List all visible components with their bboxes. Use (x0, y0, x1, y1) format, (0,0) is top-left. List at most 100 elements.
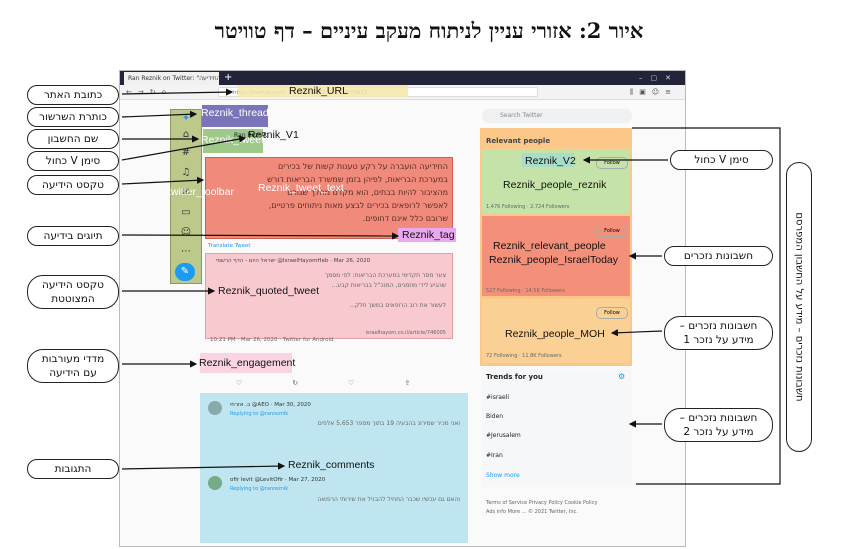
callout-mentioned-2-line1: חשבונות נזכרים – (679, 412, 758, 424)
stats-israeltoday: 527 Following · 14.5K Followers (486, 288, 565, 294)
search-input[interactable]: Search Twitter (500, 112, 543, 119)
callout-quoted: טקסט הידיעה המצוטטת (27, 275, 119, 309)
hashtag-icon[interactable]: # (181, 147, 191, 158)
comment-1-reply: Replying to @ranreznik (230, 411, 289, 417)
region-label-tweet-text: Reznik_tweet_text (258, 182, 344, 194)
avatar[interactable] (208, 476, 222, 490)
nav-icons[interactable]: ←→↻⌂ (126, 88, 173, 96)
stats-reznik: 1,476 Following · 2,724 Followers (486, 204, 570, 210)
tweet-timestamp: 10:21 PM · Mar 26, 2020 · Twitter for An… (210, 337, 334, 343)
region-label-thread: Reznik_thread (201, 107, 269, 119)
comment-2-text: והאם גם עכשיו שכבר התחיל להבניל את שירות… (317, 496, 460, 503)
comment-1-author[interactable]: ב. אזרחי @AEO · Mar 30, 2020 (230, 402, 311, 408)
callout-comments: התגובות (27, 459, 119, 479)
callout-url: כתובת האתר (27, 85, 119, 105)
compose-tweet-icon[interactable]: ✎ (175, 263, 195, 281)
callout-engagement: מדדי מעורבות עם הידיעה (27, 349, 119, 383)
tag-region (398, 228, 456, 242)
callout-engagement-line1: מדדי מעורבות (41, 353, 105, 365)
thread-region (202, 105, 268, 127)
callout-mentioned-1: חשבונות נזכרים – מידע על נזכר 1 (664, 316, 773, 350)
mail-icon[interactable]: ✉ (181, 187, 191, 198)
callout-mentioned-1-line2: מידע על נזכר 1 (683, 334, 754, 346)
profile-icon[interactable]: ☺ (180, 227, 192, 238)
more-icon[interactable]: ⋯ (181, 246, 191, 257)
trend-item[interactable]: #Jerusalem (486, 432, 521, 439)
engagement-region (200, 353, 292, 373)
account-name[interactable]: Ran Reznik (234, 132, 268, 139)
relevant-people-title: Relevant people (486, 137, 551, 145)
figure-title: איור 2: אזורי עניין לניתוח מעקב עיניים –… (214, 18, 644, 43)
window-controls[interactable]: –▢✕ (639, 74, 679, 82)
bell-icon[interactable]: ♫ (181, 167, 191, 178)
footer-links[interactable]: Ads info More ... © 2021 Twitter, Inc. (486, 509, 578, 515)
twitter-bird-icon[interactable]: ✦ (181, 113, 191, 124)
bookmark-icon[interactable]: ▭ (181, 207, 191, 218)
trends-title: Trends for you (486, 373, 543, 381)
tweet-body-1: החידיעה הועברה על רקע טענות קשות של בכיר… (277, 162, 448, 171)
callout-engagement-line2: עם הידיעה (49, 367, 97, 379)
region-label-toolbar: twitter_toolbar (168, 186, 234, 198)
callout-tags: תיוגים בידיעה (27, 226, 119, 246)
quoted-body-1: צער מסר תקדימי במערכת הבריאות: לפי מסמך (324, 272, 446, 279)
callout-mentioned: חשבונות נזכרים (664, 246, 773, 266)
callout-v-left: סימן V כחול (27, 151, 119, 171)
avatar[interactable] (208, 401, 222, 415)
region-label-v1: Reznik_V1 (248, 129, 299, 141)
translate-link[interactable]: Translate Tweet (208, 243, 251, 249)
region-label-quoted: Reznik_quoted_tweet (218, 285, 319, 297)
callout-mentioned-1-line1: חשבונות נזכרים – (679, 320, 758, 332)
region-label-comments: Reznik_comments (288, 459, 375, 471)
callout-quoted-line1: טקסט הידיעה (42, 279, 104, 291)
footer-links[interactable]: Terms of Service Privacy Policy Cookie P… (486, 500, 598, 506)
show-more-link[interactable]: Show more (486, 472, 520, 479)
comment-2-author[interactable]: ofir levit @LevitOfir · Mar 27, 2020 (230, 477, 326, 483)
trend-item[interactable]: #Iran (486, 452, 503, 459)
v2-region (522, 153, 574, 167)
tweet-text-region (205, 157, 453, 239)
tweet-body-5: שרובם כלל אינם דחופים. (362, 214, 448, 223)
engagement-icons[interactable]: ♡↻♡⇪ (236, 379, 461, 387)
region-label-engagement: Reznik_engagement (199, 357, 296, 369)
comments-region (200, 393, 468, 543)
trend-item[interactable]: Biden (486, 413, 504, 420)
callout-quoted-line2: המצוטטת (51, 293, 95, 305)
url-region (238, 85, 408, 97)
quoted-author[interactable]: ישראל היום - הדף הרשמי @IsraelHayomHeb ·… (216, 258, 371, 264)
region-label-people-israeltoday: Reznik_people_IsraelToday (489, 254, 618, 266)
new-tab-button[interactable]: + (224, 72, 233, 83)
account-region (203, 129, 263, 153)
tweet-body-2: במערכת הבריאות, לפיהן בזמן שמשרד הבריאות… (267, 175, 448, 184)
region-label-relevant-people: Reznik_relevant_people (493, 240, 606, 252)
quoted-body-2: שהגיע לידי מוזמנים, המנכ"ל בבריאות קבע..… (331, 282, 446, 289)
callout-account: שם החשבון (27, 129, 119, 149)
callout-mentioned-2: חשבונות נזכרים – מידע על נזכר 2 (664, 408, 773, 442)
home-icon[interactable]: ⌂ (182, 129, 190, 140)
tweet-body-3: מהציבור להיות בבתים, הוא מקדם מהלך שגורם (287, 188, 448, 197)
callout-vertical-text: חשבונות נזכרים – מידע על החשבון המפרסם (793, 212, 805, 402)
region-label-people-moh: Reznik_people_MOH (505, 328, 605, 340)
region-label-tag: Reznik_tag (402, 229, 455, 241)
region-label-people-reznik: Reznik_people_reznik (503, 179, 607, 191)
quoted-region (205, 253, 453, 339)
tweet-body-4: לאפשר לרופאים בכירים לבצע מאות ניתוחים פ… (268, 201, 448, 210)
browser-tab[interactable]: Ran Reznik on Twitter: "החידיעה... (124, 72, 219, 85)
gear-icon[interactable]: ⚙ (618, 372, 626, 381)
quoted-body-3: לעשור את רוב הרופאים במשך חלק... (349, 302, 446, 309)
search-box[interactable] (482, 109, 632, 123)
comment-2-reply: Replying to @ranreznik (230, 486, 289, 492)
tab-bar: Ran Reznik on Twitter: "החידיעה... + –▢✕ (120, 71, 685, 85)
follow-button[interactable]: Follow (596, 307, 628, 319)
callout-mentioned-2-line2: מידע על נזכר 2 (683, 426, 754, 438)
stats-moh: 72 Following · 11.8K Followers (486, 353, 562, 359)
callout-tweet-text: טקסט הידיעה (27, 175, 119, 195)
trend-item[interactable]: #israeli (486, 394, 509, 401)
region-label-v2: Reznik_V2 (525, 155, 576, 167)
follow-button[interactable]: Follow (596, 157, 628, 169)
quoted-link[interactable]: israelhayom.co.il/article/746005 (365, 330, 446, 336)
callout-v-right: סימן V כחול (670, 150, 773, 170)
people-israeltoday-region (482, 216, 630, 296)
trends-panel (482, 369, 632, 487)
follow-button[interactable]: Follow (596, 225, 628, 237)
browser-tools-icons[interactable]: ⫼▣☺≡ (630, 88, 677, 96)
